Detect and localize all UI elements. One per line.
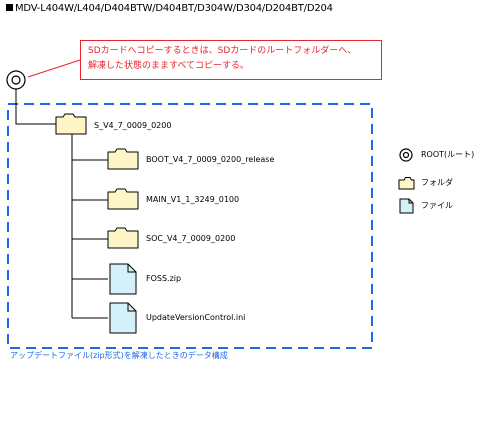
file-icon [109,302,137,334]
diagram-caption: アップデートファイル(zip形式)を解凍したときのデータ構成 [10,351,228,360]
legend-root-icon [399,148,413,162]
file-label: FOSS.zip [146,274,182,283]
legend-folder-icon [398,177,415,190]
root-folder-label: S_V4_7_0009_0200 [94,121,172,130]
root-folder-icon [55,113,87,135]
sd-card-boundary [7,103,373,349]
legend-file-icon [399,198,414,214]
callout-line-1: SDカードへコピーするときは、SDカードのルートフォルダーへ、 [88,46,357,56]
folder-label: SOC_V4_7_0009_0200 [146,234,236,243]
page-title-text: MDV-L404W/L404/D404BTW/D404BT/D304W/D304… [15,3,333,14]
tree-connectors [15,89,108,319]
file-label: UpdateVersionControl.ini [146,313,246,322]
page-title: MDV-L404W/L404/D404BTW/D404BT/D304W/D304… [6,3,333,14]
legend-folder-label: フォルダ [421,178,453,187]
legend-file-label: ファイル [421,201,453,210]
root-icon [6,70,26,90]
folder-icon [107,188,139,210]
callout-note: SDカードへコピーするときは、SDカードのルートフォルダーへ、 解凍した状態のま… [80,40,382,80]
file-icon [109,263,137,295]
folder-label: BOOT_V4_7_0009_0200_release [146,155,275,164]
folder-icon [107,148,139,170]
folder-label: MAIN_V1_1_3249_0100 [146,195,240,204]
legend-root-label: ROOT(ルート) [421,150,475,159]
callout-leader [27,59,81,78]
title-square-icon [6,4,13,11]
callout-line-2: 解凍した状態のまますべてコピーする。 [88,61,250,71]
folder-icon [107,227,139,249]
